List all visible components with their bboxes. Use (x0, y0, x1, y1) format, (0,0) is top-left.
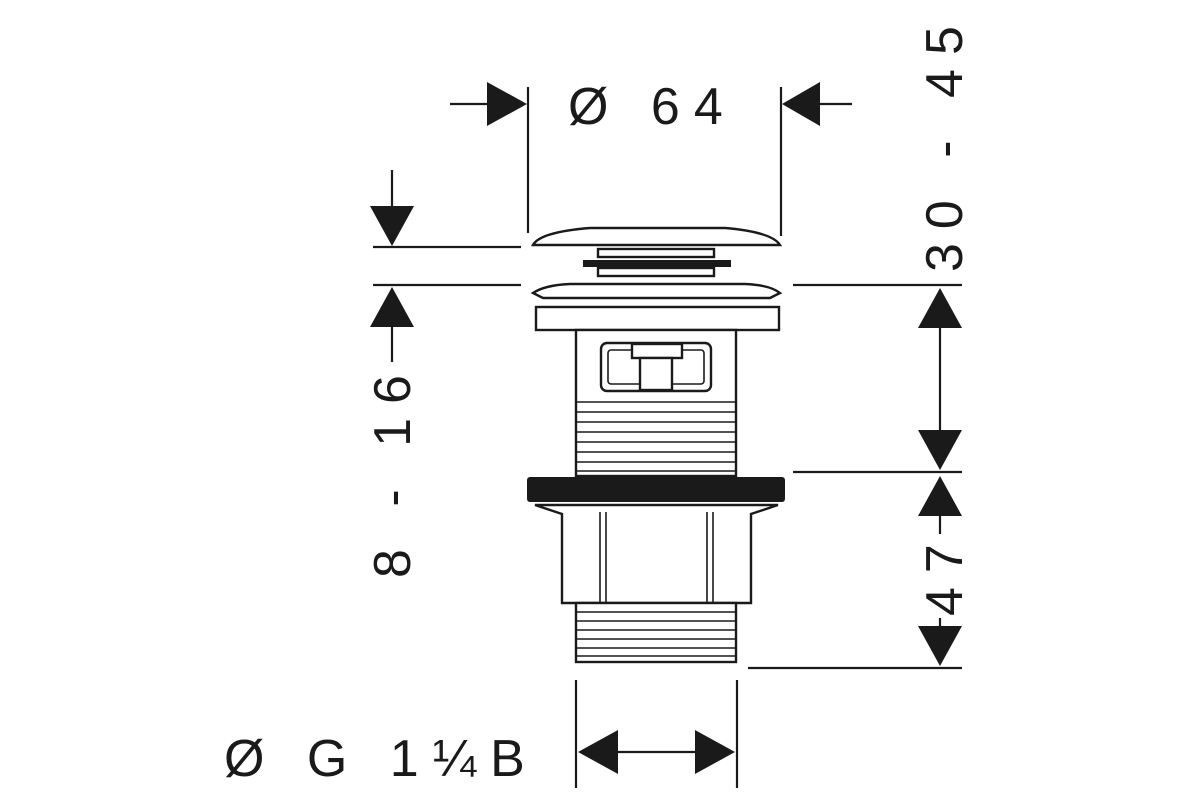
pop-up-waste-valve (527, 226, 785, 664)
window-post (638, 356, 674, 392)
arrow-down-icon (370, 206, 414, 246)
body-ribs (576, 401, 736, 472)
top-diameter-label: Ø 64 (568, 78, 737, 136)
body-height-label: 47 (916, 530, 974, 616)
arrow-right-icon (695, 730, 735, 774)
lock-nut (534, 503, 779, 605)
cap-lift-label: 8 - 16 (364, 361, 422, 578)
basin-thickness-label: 30 - 45 (916, 12, 974, 272)
arrow-down-icon (918, 430, 962, 470)
cap-collar (583, 260, 731, 267)
cap-collar-lower (596, 266, 716, 278)
valve-cap (530, 226, 783, 247)
outlet-thread-label: Ø G 1¼B (224, 730, 539, 788)
cap-lift-dimension: 8 - 16 (364, 170, 521, 578)
arrow-right-icon (782, 82, 820, 126)
arrow-up-icon (918, 476, 962, 516)
window-bridge (630, 342, 684, 360)
arrow-left-icon (487, 82, 527, 126)
arrow-up-icon (370, 287, 414, 327)
outlet-thread-dimension: Ø G 1¼B (224, 680, 739, 788)
threaded-tail (574, 601, 738, 664)
cap-stem (596, 247, 716, 259)
top-plate (534, 305, 781, 332)
rubber-washer (527, 477, 785, 502)
label-mask (914, 534, 966, 618)
flange-ring (530, 282, 783, 300)
body-height-dimension: 47 (748, 476, 974, 670)
arrow-down-icon (918, 626, 962, 666)
tail-threads (576, 611, 736, 657)
arrow-left-icon (578, 730, 618, 774)
arrow-up-icon (918, 288, 962, 328)
top-diameter-dimension: Ø 64 (450, 78, 852, 236)
basin-thickness-dimension: 30 - 45 (793, 12, 974, 474)
